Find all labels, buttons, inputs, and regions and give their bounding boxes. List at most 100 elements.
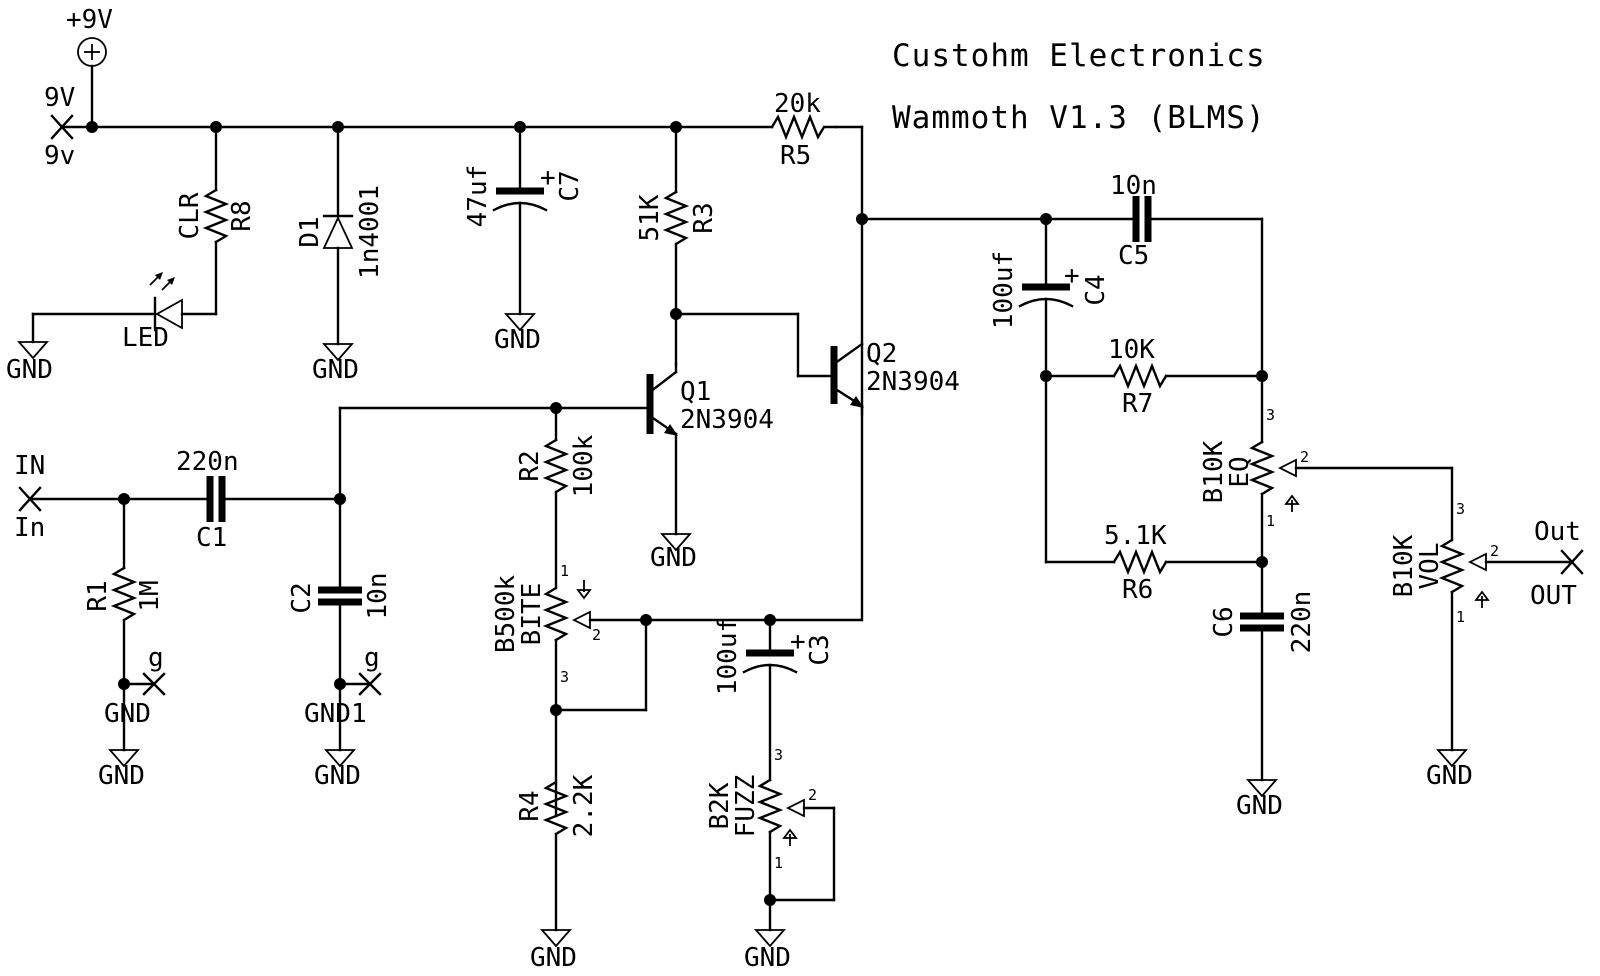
- gnd-label: GND: [98, 761, 145, 791]
- c4-ref: C4: [1081, 274, 1111, 305]
- ground-vol: GND: [1426, 749, 1473, 791]
- ground-q1: GND: [650, 533, 697, 573]
- wire-bite-wiper-loop: [554, 618, 648, 712]
- gnd1-label: GND1: [304, 699, 367, 729]
- ground-c7: GND: [494, 313, 541, 355]
- q1-value: 2N3904: [680, 405, 774, 435]
- pin-1: 1: [1266, 512, 1275, 530]
- resistor-r4: R4 2.2K: [515, 774, 599, 932]
- r6-ref: R6: [1122, 575, 1153, 605]
- junction-dot: [1256, 556, 1268, 568]
- pin-3: 3: [774, 746, 783, 764]
- junction-dot: [764, 894, 776, 906]
- r1-ref: R1: [83, 580, 113, 611]
- c6-ref: C6: [1209, 606, 1239, 637]
- q1-ref: Q1: [680, 377, 711, 407]
- pin-2: 2: [1490, 542, 1499, 560]
- junction-dot: [670, 308, 682, 320]
- c4-polarity: +: [1064, 261, 1080, 291]
- capacitor-c5: 10n C5: [1110, 171, 1264, 378]
- g-port-r1: g GND: [104, 643, 166, 729]
- c7-polarity: +: [540, 163, 556, 193]
- supply-port: 9V 9v: [44, 83, 75, 171]
- potentiometer-vol: 3 2 1 B10K VOL: [1389, 500, 1572, 752]
- r2-ref: R2: [515, 450, 545, 481]
- supply-symbol: +9V: [66, 5, 113, 131]
- in-label-bottom: In: [14, 513, 45, 543]
- gnd-label: GND: [1426, 761, 1473, 791]
- pin-3: 3: [1456, 500, 1465, 518]
- out-label-top: Out: [1534, 517, 1581, 547]
- output-port: Out OUT: [1530, 517, 1584, 611]
- g-label: g: [148, 643, 164, 673]
- c3-polarity: +: [790, 627, 806, 657]
- g-label: g: [364, 643, 380, 673]
- ground-led: GND: [6, 312, 53, 385]
- d1-ref: D1: [295, 216, 325, 247]
- pin-1: 1: [560, 562, 569, 580]
- gnd-label: GND: [1236, 791, 1283, 821]
- c7-ref: C7: [555, 170, 585, 201]
- led-ref: LED: [122, 323, 169, 353]
- junction-dot: [1040, 370, 1052, 382]
- port-label-9v-top: 9V: [44, 83, 75, 113]
- q2-ref: Q2: [866, 339, 897, 369]
- g-port-c2: g GND1: [304, 643, 382, 729]
- r5-value: 20k: [774, 89, 821, 119]
- ground-r4: GND: [530, 929, 577, 973]
- bite-name: BITE: [517, 583, 547, 646]
- d1-value: 1n4001: [355, 185, 385, 279]
- pin-1: 1: [774, 854, 783, 872]
- rail-9v: [60, 125, 864, 416]
- ground-d1: GND: [312, 343, 359, 385]
- gnd-label: GND: [494, 325, 541, 355]
- resistor-r3: 51K R3: [635, 125, 719, 366]
- ground-r1: GND: [98, 749, 145, 791]
- ground-c2: GND: [314, 749, 361, 791]
- fuzz-name: FUZZ: [731, 775, 761, 838]
- in-label-top: IN: [14, 451, 45, 481]
- junction-dot: [764, 614, 776, 626]
- port-label-9v-bottom: 9v: [44, 141, 75, 171]
- capacitor-c3: + 100uf C3: [713, 617, 835, 782]
- diode-d1: D1 1n4001: [295, 125, 385, 346]
- junctions: [86, 121, 1268, 906]
- junction-dot: [332, 121, 344, 133]
- transistor-q1: Q1 2N3904: [646, 362, 774, 536]
- pin-2: 2: [592, 626, 601, 644]
- gnd-label: GND: [744, 943, 791, 973]
- pin-2: 2: [1300, 448, 1309, 466]
- r2-value: 100k: [569, 434, 599, 497]
- gnd-label: GND: [314, 761, 361, 791]
- resistor-r5: 20k R5: [770, 89, 838, 171]
- r8-ref: R8: [227, 200, 257, 231]
- r7-value: 10K: [1108, 335, 1155, 365]
- pin-2: 2: [808, 786, 817, 804]
- r1-value: 1M: [135, 580, 165, 611]
- out-label-bottom: OUT: [1530, 581, 1577, 611]
- gnd-label: GND: [650, 543, 697, 573]
- potentiometer-eq: 3 2 1 B10K EQ: [1199, 374, 1454, 564]
- c4-value: 100uf: [989, 251, 1019, 329]
- input-port: IN In: [14, 451, 45, 543]
- transistor-q2: Q2 2N3904: [830, 339, 960, 622]
- resistor-r1: R1 1M: [83, 497, 165, 752]
- junction-dot: [856, 213, 868, 225]
- capacitor-c6: C6 220n: [1209, 560, 1317, 782]
- r7-ref: R7: [1122, 389, 1153, 419]
- junction-dot: [334, 678, 346, 690]
- junction-dot: [118, 678, 130, 690]
- c6-value: 220n: [1287, 591, 1317, 654]
- r3-value: 51K: [635, 194, 665, 241]
- eq-value: B10K: [1199, 440, 1229, 503]
- r6-value: 5.1K: [1104, 521, 1167, 551]
- pin-3: 3: [560, 668, 569, 686]
- gnd-label: GND: [530, 943, 577, 973]
- c1-value: 220n: [176, 447, 239, 477]
- c5-value: 10n: [1110, 171, 1157, 201]
- potentiometer-fuzz: 3 2 1 B2K FUZZ: [705, 746, 836, 932]
- r4-value: 2.2K: [569, 774, 599, 837]
- vol-name: VOL: [1415, 543, 1445, 590]
- wire-q1-q2: [674, 312, 836, 378]
- fuzz-value: B2K: [705, 782, 735, 829]
